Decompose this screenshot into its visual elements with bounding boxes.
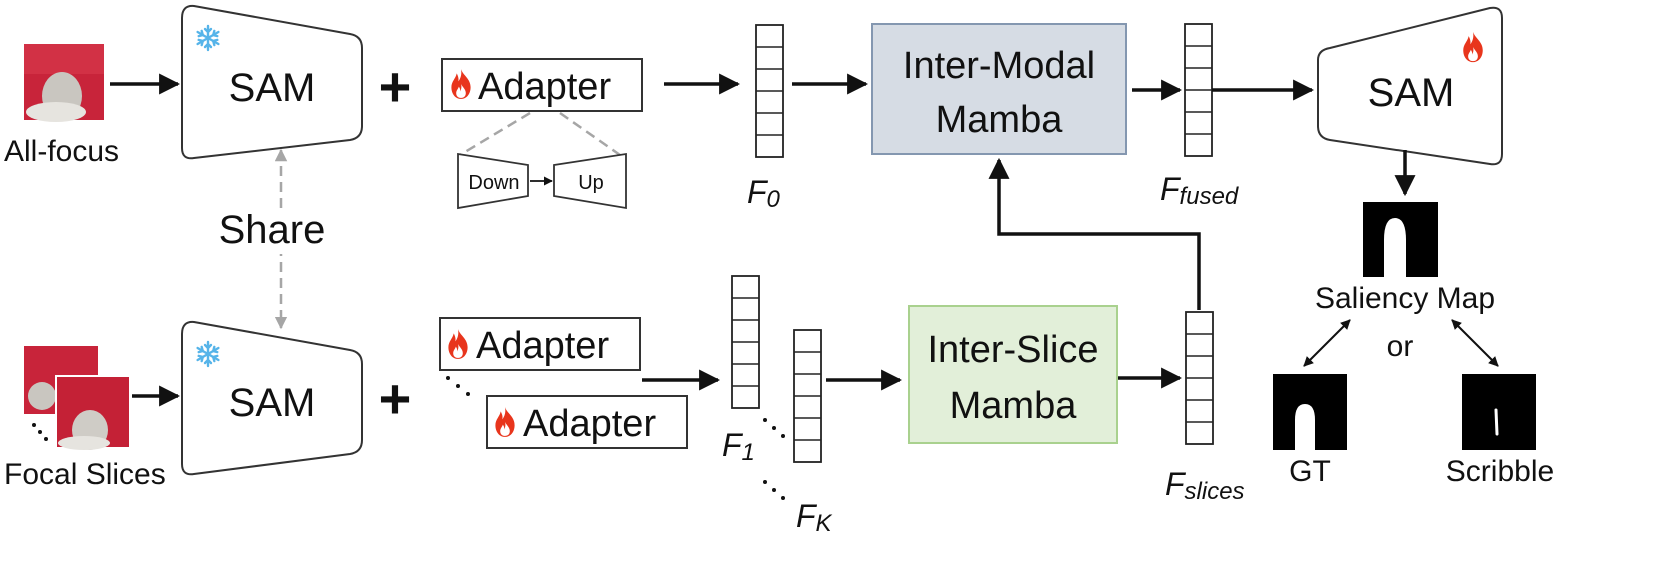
gt-label: GT xyxy=(1289,455,1331,488)
adapter-top: Adapter xyxy=(441,58,643,112)
adapter-detail: Down Up xyxy=(457,152,627,210)
up-label: Up xyxy=(578,172,604,194)
ffused-label: Ffused xyxy=(1160,171,1239,210)
adapter-low: Adapter xyxy=(486,395,688,449)
arrow-saliency-gt xyxy=(1303,319,1351,367)
sam-bottom-label: SAM xyxy=(229,381,316,425)
fk-label: FK xyxy=(796,498,833,537)
focal-slices-image xyxy=(24,346,131,450)
sam-top-label: SAM xyxy=(229,66,316,110)
inter-modal-mamba: Inter-Modal Mamba xyxy=(871,23,1127,155)
adapter-mid: Adapter xyxy=(439,317,641,371)
fslices-label: Fslices xyxy=(1165,466,1245,505)
f0-label: F0 xyxy=(747,174,781,213)
arrow-saliency-scribble xyxy=(1451,319,1499,367)
sam-right-label: SAM xyxy=(1368,71,1455,115)
arrow-fslices-to-intermodal xyxy=(988,157,1201,310)
inter-slice-line1: Inter-Slice xyxy=(927,329,1098,371)
saliency-map-label: Saliency Map xyxy=(1315,282,1495,315)
adapter-mid-label: Adapter xyxy=(476,325,609,367)
adapter-low-label: Adapter xyxy=(523,403,656,445)
feature-fk xyxy=(793,329,822,463)
down-label: Down xyxy=(468,172,519,194)
feature-f0 xyxy=(755,24,784,158)
saliency-map-image xyxy=(1363,202,1438,277)
feature-fslices xyxy=(1185,311,1214,445)
or-label: or xyxy=(1387,330,1414,363)
inter-slice-mamba: Inter-Slice Mamba xyxy=(908,305,1118,444)
plus-top: + xyxy=(379,55,412,118)
all-focus-label: All-focus xyxy=(4,135,119,168)
scribble-image xyxy=(1462,374,1536,450)
plus-bottom: + xyxy=(379,367,412,430)
adapter-ellipsis xyxy=(446,376,470,396)
down-block xyxy=(457,152,529,210)
scribble-label: Scribble xyxy=(1446,455,1554,488)
adapter-zoom-left xyxy=(459,111,531,157)
adapter-zoom-right xyxy=(559,111,621,157)
up-block xyxy=(553,152,627,210)
inter-modal-line1: Inter-Modal xyxy=(903,45,1095,87)
focal-slices-label: Focal Slices xyxy=(4,458,166,491)
inter-modal-line2: Mamba xyxy=(936,99,1064,141)
all-focus-image xyxy=(24,44,104,122)
sam-decoder: SAM xyxy=(1317,6,1503,166)
share-label: Share xyxy=(219,208,326,252)
f1-label: F1 xyxy=(722,427,755,466)
inter-slice-line2: Mamba xyxy=(950,385,1078,427)
sam-encoder-top: SAM xyxy=(181,4,363,160)
adapter-top-label: Adapter xyxy=(478,66,611,108)
gt-image xyxy=(1273,374,1347,450)
sam-encoder-bottom: SAM xyxy=(181,320,363,476)
feature-ffused xyxy=(1184,23,1213,157)
feature-f1 xyxy=(731,275,760,409)
feature-ellipsis xyxy=(763,418,785,500)
